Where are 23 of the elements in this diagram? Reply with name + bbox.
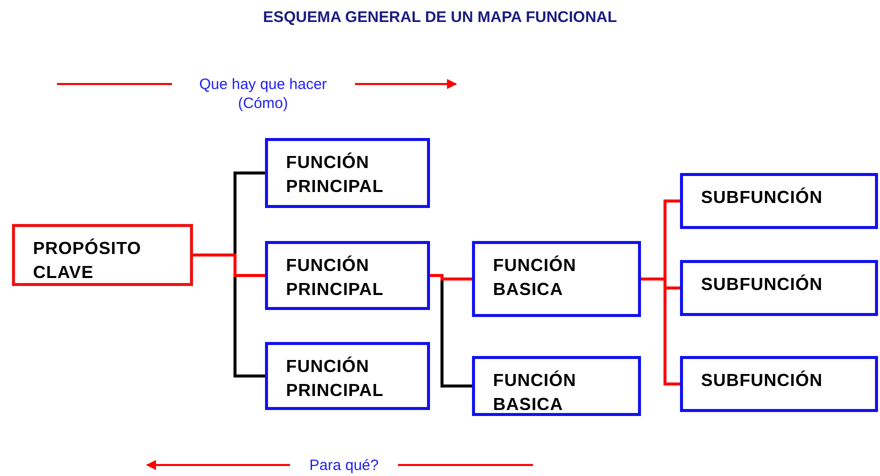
box-label: PROPÓSITO CLAVE bbox=[33, 237, 142, 284]
function-box bbox=[680, 173, 878, 229]
function-box bbox=[265, 138, 430, 208]
connector-line bbox=[430, 274, 472, 280]
function-box bbox=[472, 241, 641, 317]
function-box bbox=[265, 241, 430, 310]
function-box bbox=[472, 356, 641, 416]
box-label: FUNCIÓN PRINCIPAL bbox=[286, 151, 385, 198]
box-label: FUNCIÓN BASICA bbox=[493, 369, 578, 416]
function-box bbox=[12, 224, 193, 286]
box-label: SUBFUNCIÓN bbox=[701, 186, 823, 209]
box-label: FUNCIÓN PRINCIPAL bbox=[286, 254, 385, 301]
connector-line bbox=[193, 254, 265, 277]
box-label: SUBFUNCIÓN bbox=[701, 273, 823, 296]
box-label: FUNCIÓN PRINCIPAL bbox=[286, 355, 385, 402]
box-label: SUBFUNCIÓN bbox=[701, 369, 823, 392]
direction-label: Que hay que hacer (Cómo) bbox=[198, 75, 328, 113]
function-box bbox=[680, 260, 878, 316]
function-box bbox=[265, 342, 430, 410]
diagram-title: ESQUEMA GENERAL DE UN MAPA FUNCIONAL bbox=[262, 9, 618, 27]
direction-label: Para qué? bbox=[308, 456, 380, 475]
box-label: FUNCIÓN BASICA bbox=[493, 254, 578, 301]
function-box bbox=[680, 356, 878, 412]
